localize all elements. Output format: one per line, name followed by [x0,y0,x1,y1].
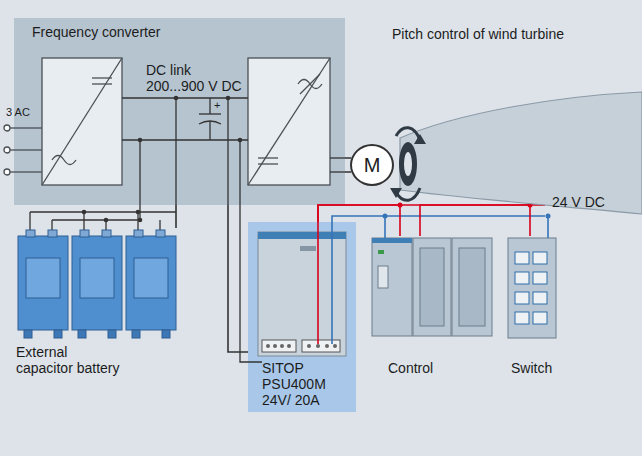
wire-connector [345,158,351,172]
node-label: External capacitor battery [16,344,126,376]
node-label: Frequency converter [32,24,282,40]
node-label: SITOP PSU400M 24V/ 20A [262,360,334,408]
ac-input-wires [4,125,42,175]
application-label: Pitch control of wind turbine [392,26,564,42]
plc-device [372,238,492,336]
wire-connector [318,205,400,236]
voltage-label: 24 V DC [552,194,605,210]
motor-circle: M [350,144,394,186]
voltage-label: 200...900 V DC [146,78,242,94]
capacitor-unit [18,230,176,338]
node-label: Switch [511,360,571,376]
polarity-sign: + [214,99,220,112]
network-switch [508,238,556,338]
wire-connector [228,205,248,352]
wire-connector [175,205,177,228]
wire-connector [420,205,530,236]
bus-label: DC link [146,62,191,78]
signal-name: 3 AC [6,106,30,119]
motor-letter: M [352,154,392,176]
rectifier-symbol [42,58,122,185]
dc-link-bus [30,96,345,362]
wind-turbine-nacelle [390,92,642,214]
inverter-symbol [248,58,330,185]
node-label: Control [388,360,488,376]
supply-bus [318,203,551,345]
